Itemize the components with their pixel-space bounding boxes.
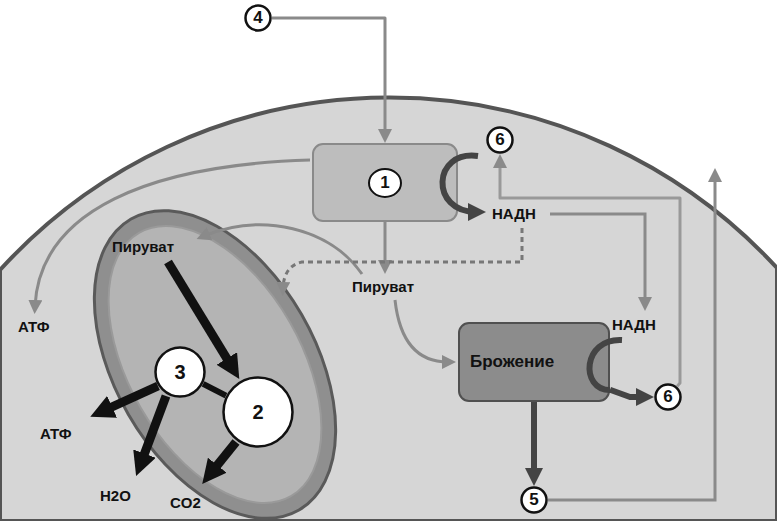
text-label: H2O xyxy=(100,487,131,504)
callout-number: 4 xyxy=(244,4,272,32)
callout-number: 4 xyxy=(253,8,262,28)
callout-number: 1 xyxy=(368,168,402,198)
label-holder: CO2 xyxy=(170,494,201,512)
node-label: Пируват xyxy=(112,238,362,255)
node-label: Брожение xyxy=(470,352,554,372)
callout-circle: 3 xyxy=(154,346,206,398)
callout-number: 2 xyxy=(252,401,263,424)
callout-number: 5 xyxy=(520,486,548,514)
label-holder: H2O xyxy=(100,487,131,505)
label-holder: Пируват xyxy=(352,278,414,296)
nadh-arrow xyxy=(550,214,645,303)
fermentation-box: Брожение xyxy=(458,322,610,402)
fermentation-arrow xyxy=(395,300,448,362)
text-label: Пируват xyxy=(352,278,414,295)
mitochondrion: Пируват32 xyxy=(90,208,340,521)
callout-number: 3 xyxy=(174,361,185,384)
connector-arrow xyxy=(272,18,385,135)
label-holder: АТФ xyxy=(18,318,49,336)
callout-circle: 2 xyxy=(222,376,294,448)
label-holder: НАДН xyxy=(492,205,536,223)
text-label: CO2 xyxy=(170,494,201,511)
callout-number: 6 xyxy=(495,130,504,150)
connector-arrow xyxy=(531,402,537,476)
text-label: АТФ xyxy=(40,425,71,442)
pyruvate-arrow xyxy=(384,222,387,266)
glycolysis-box: 1 xyxy=(312,143,458,222)
label-holder: НАДН xyxy=(612,316,656,334)
text-label: НАДН xyxy=(492,205,536,222)
callout-number: 6 xyxy=(486,126,514,154)
text-label: НАДН xyxy=(612,316,656,333)
callout-number: 5 xyxy=(529,490,538,510)
text-label: АТФ xyxy=(18,318,49,335)
callout-number: 6 xyxy=(663,387,672,407)
callout-number: 6 xyxy=(654,383,682,411)
label-holder: АТФ xyxy=(40,425,71,443)
connector-arrow xyxy=(610,390,644,397)
